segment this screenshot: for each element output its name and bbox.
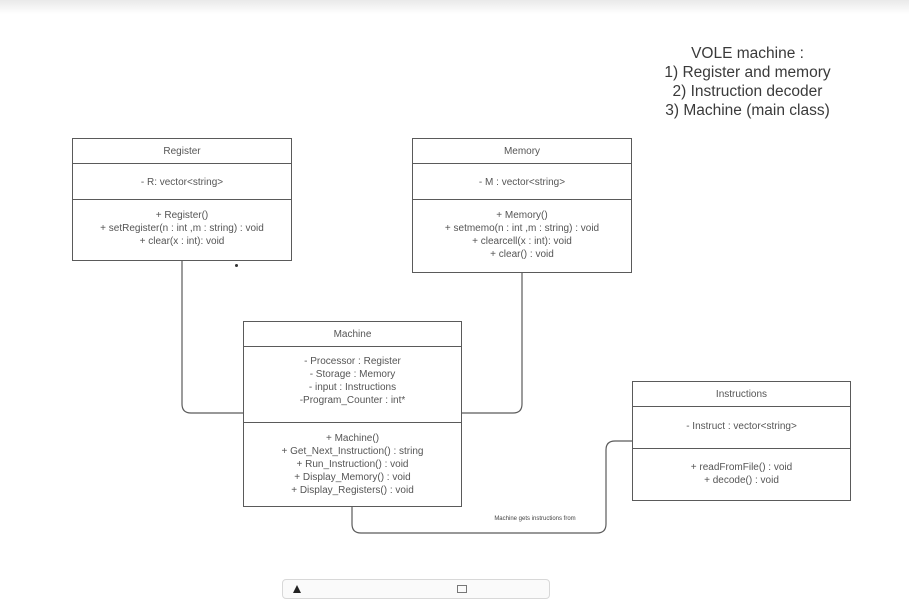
description-note: VOLE machine : 1) Register and memory 2)… — [640, 44, 855, 120]
method: + Display_Registers() : void — [291, 485, 414, 496]
register-class-box[interactable]: Register - R: vector<string> + Register(… — [72, 138, 292, 261]
machine-class-box[interactable]: Machine - Processor : Register - Storage… — [243, 321, 462, 507]
method: + Memory() — [496, 210, 548, 221]
method: + readFromFile() : void — [690, 462, 793, 473]
memory-machine-connector — [462, 273, 523, 414]
top-bar — [0, 0, 909, 14]
cursor-icon[interactable] — [293, 585, 301, 593]
method: + decode() : void — [704, 475, 779, 486]
method: + Run_Instruction() : void — [296, 459, 409, 470]
class-methods: + Memory() + setmemo(n : int ,m : string… — [413, 199, 631, 261]
method: + setRegister(n : int ,m : string) : voi… — [100, 223, 264, 234]
method: + clearcell(x : int): void — [472, 236, 572, 247]
class-methods: + Register() + setRegister(n : int ,m : … — [73, 199, 291, 248]
class-name: Instructions — [715, 388, 768, 400]
memory-class-box[interactable]: Memory - M : vector<string> + Memory() +… — [412, 138, 632, 273]
shape-icon[interactable] — [457, 585, 467, 593]
method: + Register() — [155, 210, 209, 221]
association-label: Machine gets instructions from — [494, 516, 576, 522]
class-attributes: - M : vector<string> — [413, 163, 631, 199]
stray-dot — [235, 264, 238, 267]
class-name: Register — [163, 145, 201, 157]
note-title: VOLE machine : — [691, 45, 804, 62]
method: + Display_Memory() : void — [294, 472, 411, 483]
attribute: - Instruct : vector<string> — [686, 421, 797, 432]
machine-instructions-connector — [351, 440, 632, 534]
class-attributes: - Processor : Register - Storage : Memor… — [244, 346, 461, 422]
bottom-toolbar[interactable] — [282, 579, 550, 599]
attribute: - R: vector<string> — [140, 177, 224, 188]
instructions-class-box[interactable]: Instructions - Instruct : vector<string>… — [632, 381, 851, 501]
note-item: 1) Register and memory — [664, 64, 831, 81]
attribute: - input : Instructions — [308, 382, 397, 393]
note-item: 2) Instruction decoder — [672, 83, 823, 100]
method: + clear(x : int): void — [139, 236, 225, 247]
class-name: Memory — [503, 145, 541, 157]
class-name: Machine — [333, 328, 372, 340]
class-attributes: - R: vector<string> — [73, 163, 291, 199]
note-item: 3) Machine (main class) — [665, 102, 830, 119]
attribute: - M : vector<string> — [478, 177, 566, 188]
register-machine-connector — [181, 261, 243, 414]
class-attributes: - Instruct : vector<string> — [633, 406, 850, 448]
method: + Machine() — [325, 433, 380, 444]
method: + clear() : void — [490, 249, 554, 260]
class-methods: + Machine() + Get_Next_Instruction() : s… — [244, 422, 461, 497]
method: + setmemo(n : int ,m : string) : void — [444, 223, 600, 234]
class-methods: + readFromFile() : void + decode() : voi… — [633, 448, 850, 487]
attribute: - Processor : Register — [304, 356, 401, 367]
method: + Get_Next_Instruction() : string — [281, 446, 424, 457]
attribute: -Program_Counter : int* — [299, 395, 406, 406]
attribute: - Storage : Memory — [309, 369, 396, 380]
